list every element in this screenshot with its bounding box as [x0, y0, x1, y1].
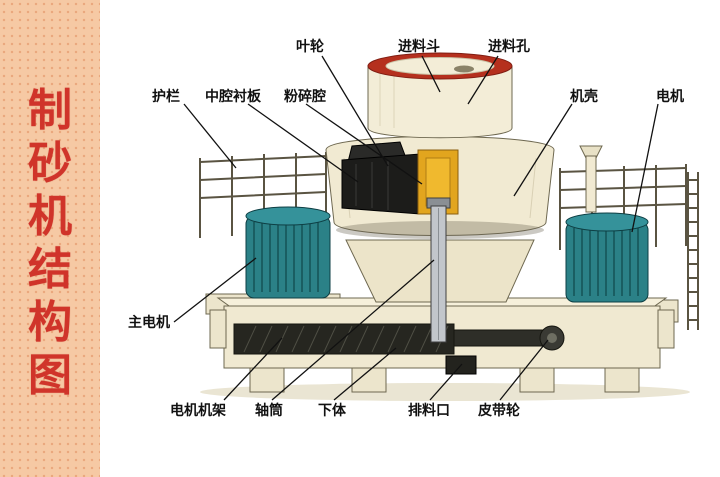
guardrail-left [199, 152, 327, 238]
title-char: 构 [28, 298, 72, 347]
label-shaft-tube: 轴筒 [255, 402, 283, 418]
machine-illustration [173, 52, 699, 401]
left-motor [245, 206, 331, 299]
label-crushing-chamber: 粉碎腔 [284, 88, 326, 104]
label-guardrail: 护栏 [152, 88, 180, 104]
leader-lines [173, 55, 659, 401]
support-legs [249, 367, 640, 393]
label-motor: 电机 [656, 88, 684, 104]
main-shaft [426, 197, 451, 343]
ladder-right [687, 172, 699, 330]
diagram-area: 叶轮 进料斗 进料孔 护栏 中腔衬板 粉碎腔 机壳 电机 主电机 电机机架 轴筒… [100, 0, 720, 477]
right-motor [565, 212, 649, 303]
label-impeller: 叶轮 [296, 38, 324, 54]
title-char: 砂 [28, 139, 72, 188]
label-chamber-liner: 中腔衬板 [205, 88, 261, 104]
label-feed-hole: 进料孔 [488, 38, 530, 54]
hopper [367, 52, 513, 139]
label-lower-body: 下体 [318, 402, 346, 418]
label-discharge-port: 排料口 [408, 402, 450, 418]
label-feed-hopper: 进料斗 [398, 38, 440, 54]
belt-band [233, 323, 551, 355]
label-main-motor: 主电机 [128, 314, 170, 330]
title-char: 制 [28, 86, 72, 135]
title-char: 图 [28, 351, 72, 400]
label-motor-frame: 电机机架 [170, 402, 226, 418]
feed-hole-part [454, 65, 474, 73]
side-pipe [579, 145, 603, 213]
ground-shadow [200, 383, 690, 401]
label-belt-pulley: 皮带轮 [478, 402, 520, 418]
title-char: 机 [28, 192, 72, 241]
label-casing: 机壳 [570, 88, 598, 104]
belt-pulley-part [539, 325, 565, 351]
title-char: 结 [28, 245, 72, 294]
title-sidebar: 制 砂 机 结 构 图 [0, 0, 100, 477]
